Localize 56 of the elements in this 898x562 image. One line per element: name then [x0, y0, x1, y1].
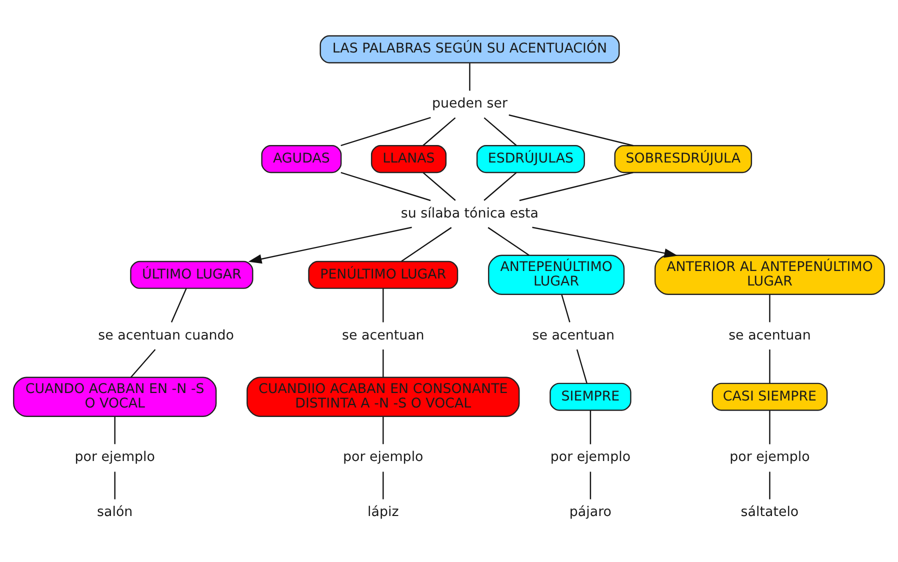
node-box: CASI SIEMPRE [712, 382, 828, 411]
connector [469, 63, 470, 91]
connector [382, 288, 384, 322]
node-text: salón [97, 505, 133, 520]
node-box: PENÚLTIMO LUGAR [308, 260, 458, 289]
node-text: se acentuan cuando [98, 328, 234, 344]
node-text: pueden ser [432, 96, 508, 112]
arrow [248, 226, 412, 264]
connector [422, 172, 456, 201]
connector [769, 350, 770, 384]
node-box: ANTEPENÚLTIMO LUGAR [488, 254, 625, 296]
node-box: ANTERIOR AL ANTEPENÚLTIMO LUGAR [654, 254, 885, 296]
node-text: sáltatelo [740, 505, 799, 520]
connector [382, 472, 384, 500]
connector [114, 416, 116, 444]
connector [170, 288, 187, 323]
connector [401, 227, 452, 262]
node-box: CUANDO ACABAN EN -N -S O VOCAL [13, 376, 217, 417]
node-box: CUANDIIO ACABAN EN CONSONANTE DISTINTA A -N -S O VOCAL [246, 376, 520, 417]
connector [422, 117, 456, 146]
connector [114, 472, 116, 500]
node-text: por ejemplo [730, 450, 810, 466]
node-text: por ejemplo [343, 450, 424, 466]
node-box: ESDRÚJULAS [476, 145, 585, 174]
connector [484, 117, 517, 146]
node-box: SOBRESDRÚJULA [614, 145, 752, 174]
node-box: SIEMPRE [550, 382, 632, 411]
node-text: se acentuan [342, 328, 424, 344]
node-text: por ejemplo [550, 450, 631, 466]
node-text: lápiz [368, 505, 399, 520]
connector [590, 410, 592, 444]
connector [769, 294, 770, 322]
node-text: por ejemplo [74, 450, 155, 466]
connector [590, 472, 592, 500]
connector [130, 349, 156, 378]
node-text: se acentuan [532, 328, 615, 344]
connector [561, 294, 570, 322]
node-text: pájaro [569, 505, 612, 520]
connector [484, 172, 517, 201]
connector [519, 172, 634, 202]
connector [769, 472, 770, 500]
connector [488, 227, 530, 256]
connector [340, 116, 431, 146]
node-box: LAS PALABRAS SEGÚN SU ACENTUACIÓN [320, 35, 620, 64]
node-box: ÚLTIMO LUGAR [130, 260, 254, 289]
node-box: AGUDAS [261, 145, 342, 174]
node-text: su sílaba tónica esta [400, 206, 539, 222]
connector [340, 172, 431, 202]
connector [382, 350, 384, 378]
connector [382, 416, 384, 444]
arrow [532, 226, 678, 258]
node-box: LLANAS [370, 145, 447, 174]
connector [508, 114, 634, 146]
connector [769, 410, 770, 444]
node-text: se acentuan [728, 328, 811, 344]
connector [576, 349, 588, 384]
